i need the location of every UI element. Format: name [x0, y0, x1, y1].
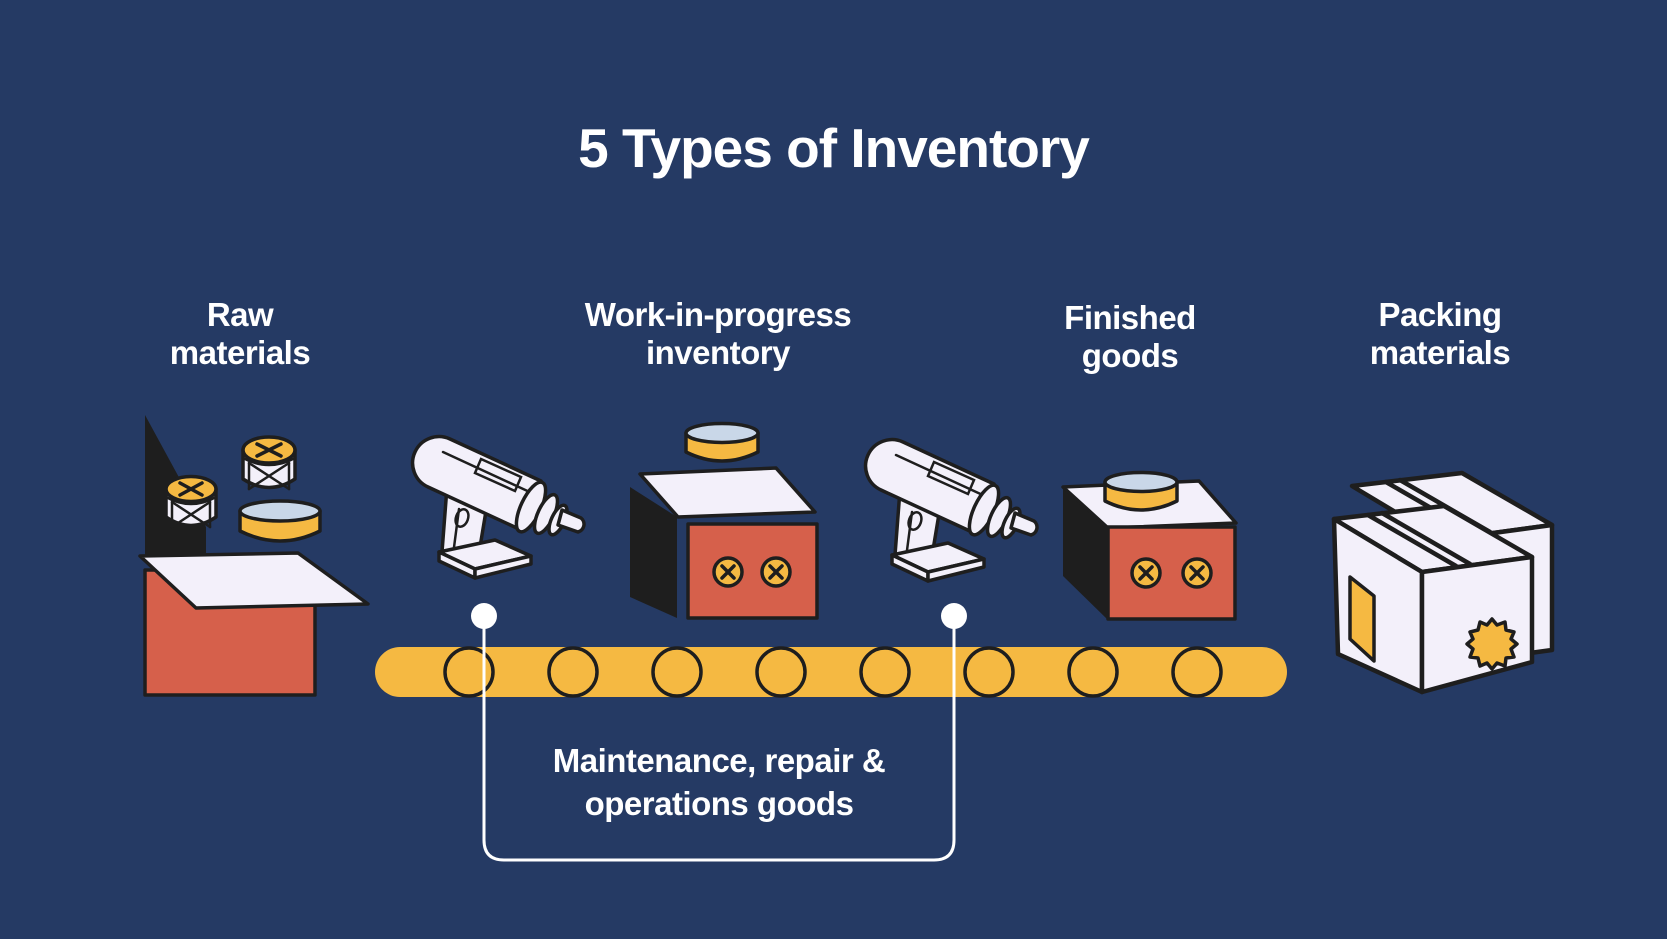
- box-top-face: [638, 466, 817, 519]
- label-line: Raw: [206, 296, 274, 333]
- belt-strip: [375, 647, 1287, 697]
- label-raw-materials: Raw materials: [110, 296, 370, 372]
- packing-materials-illustration: [1331, 470, 1555, 695]
- disc-icon: [684, 421, 760, 463]
- belt-roller-icon: [755, 646, 807, 698]
- label-wip-inventory: Work-in-progress inventory: [468, 296, 968, 372]
- screw-icon: [712, 556, 744, 588]
- bracket-line: [482, 614, 956, 862]
- belt-roller-icon: [963, 646, 1015, 698]
- belt-roller-icon: [1171, 646, 1223, 698]
- box-lid-icon: [138, 551, 370, 610]
- label-mro-goods: Maintenance, repair & operations goods: [459, 739, 979, 825]
- drill-icon: [410, 434, 586, 580]
- label-line: Work-in-progress: [584, 296, 852, 333]
- box-front-face: [1106, 525, 1237, 621]
- label-line: materials: [169, 334, 311, 371]
- label-line: Finished: [1064, 299, 1196, 336]
- page-title: 5 Types of Inventory: [578, 117, 1090, 179]
- belt-roller-icon: [547, 646, 599, 698]
- wip-box-illustration: [630, 421, 819, 620]
- screw-icon: [760, 556, 792, 588]
- mro-connector-dot: [941, 603, 967, 629]
- belt-roller-icon: [859, 646, 911, 698]
- label-line: Maintenance, repair &: [552, 742, 886, 779]
- label-line: inventory: [645, 334, 791, 371]
- box-front-face: [686, 522, 819, 620]
- screw-icon: [1181, 557, 1213, 589]
- drum-icon: [164, 474, 218, 529]
- drum-icon: [241, 435, 297, 491]
- label-packing-materials: Packing materials: [1320, 296, 1560, 372]
- screw-icon: [1130, 557, 1162, 589]
- box-side-shadow: [1063, 487, 1108, 620]
- shipping-label-icon: [1348, 575, 1376, 663]
- mro-connector-dot: [471, 603, 497, 629]
- mro-bracket: [471, 603, 967, 862]
- label-line: Packing: [1378, 296, 1502, 333]
- belt-roller-icon: [1067, 646, 1119, 698]
- belt-roller-icon: [651, 646, 703, 698]
- label-line: materials: [1369, 334, 1511, 371]
- disc-icon: [238, 499, 322, 543]
- label-line: goods: [1081, 337, 1179, 374]
- label-finished-goods: Finished goods: [1010, 299, 1250, 375]
- disc-icon: [1103, 470, 1179, 512]
- raw-materials-illustration: [138, 415, 370, 697]
- label-line: operations goods: [584, 785, 854, 822]
- carton-icon: [1331, 503, 1535, 695]
- seal-starburst-icon: [1465, 617, 1519, 671]
- box-side-shadow: [630, 487, 677, 618]
- finished-goods-illustration: [1061, 470, 1238, 621]
- belt-roller-icon: [443, 646, 495, 698]
- drill-icon: [863, 437, 1039, 583]
- conveyor-belt: [375, 646, 1287, 698]
